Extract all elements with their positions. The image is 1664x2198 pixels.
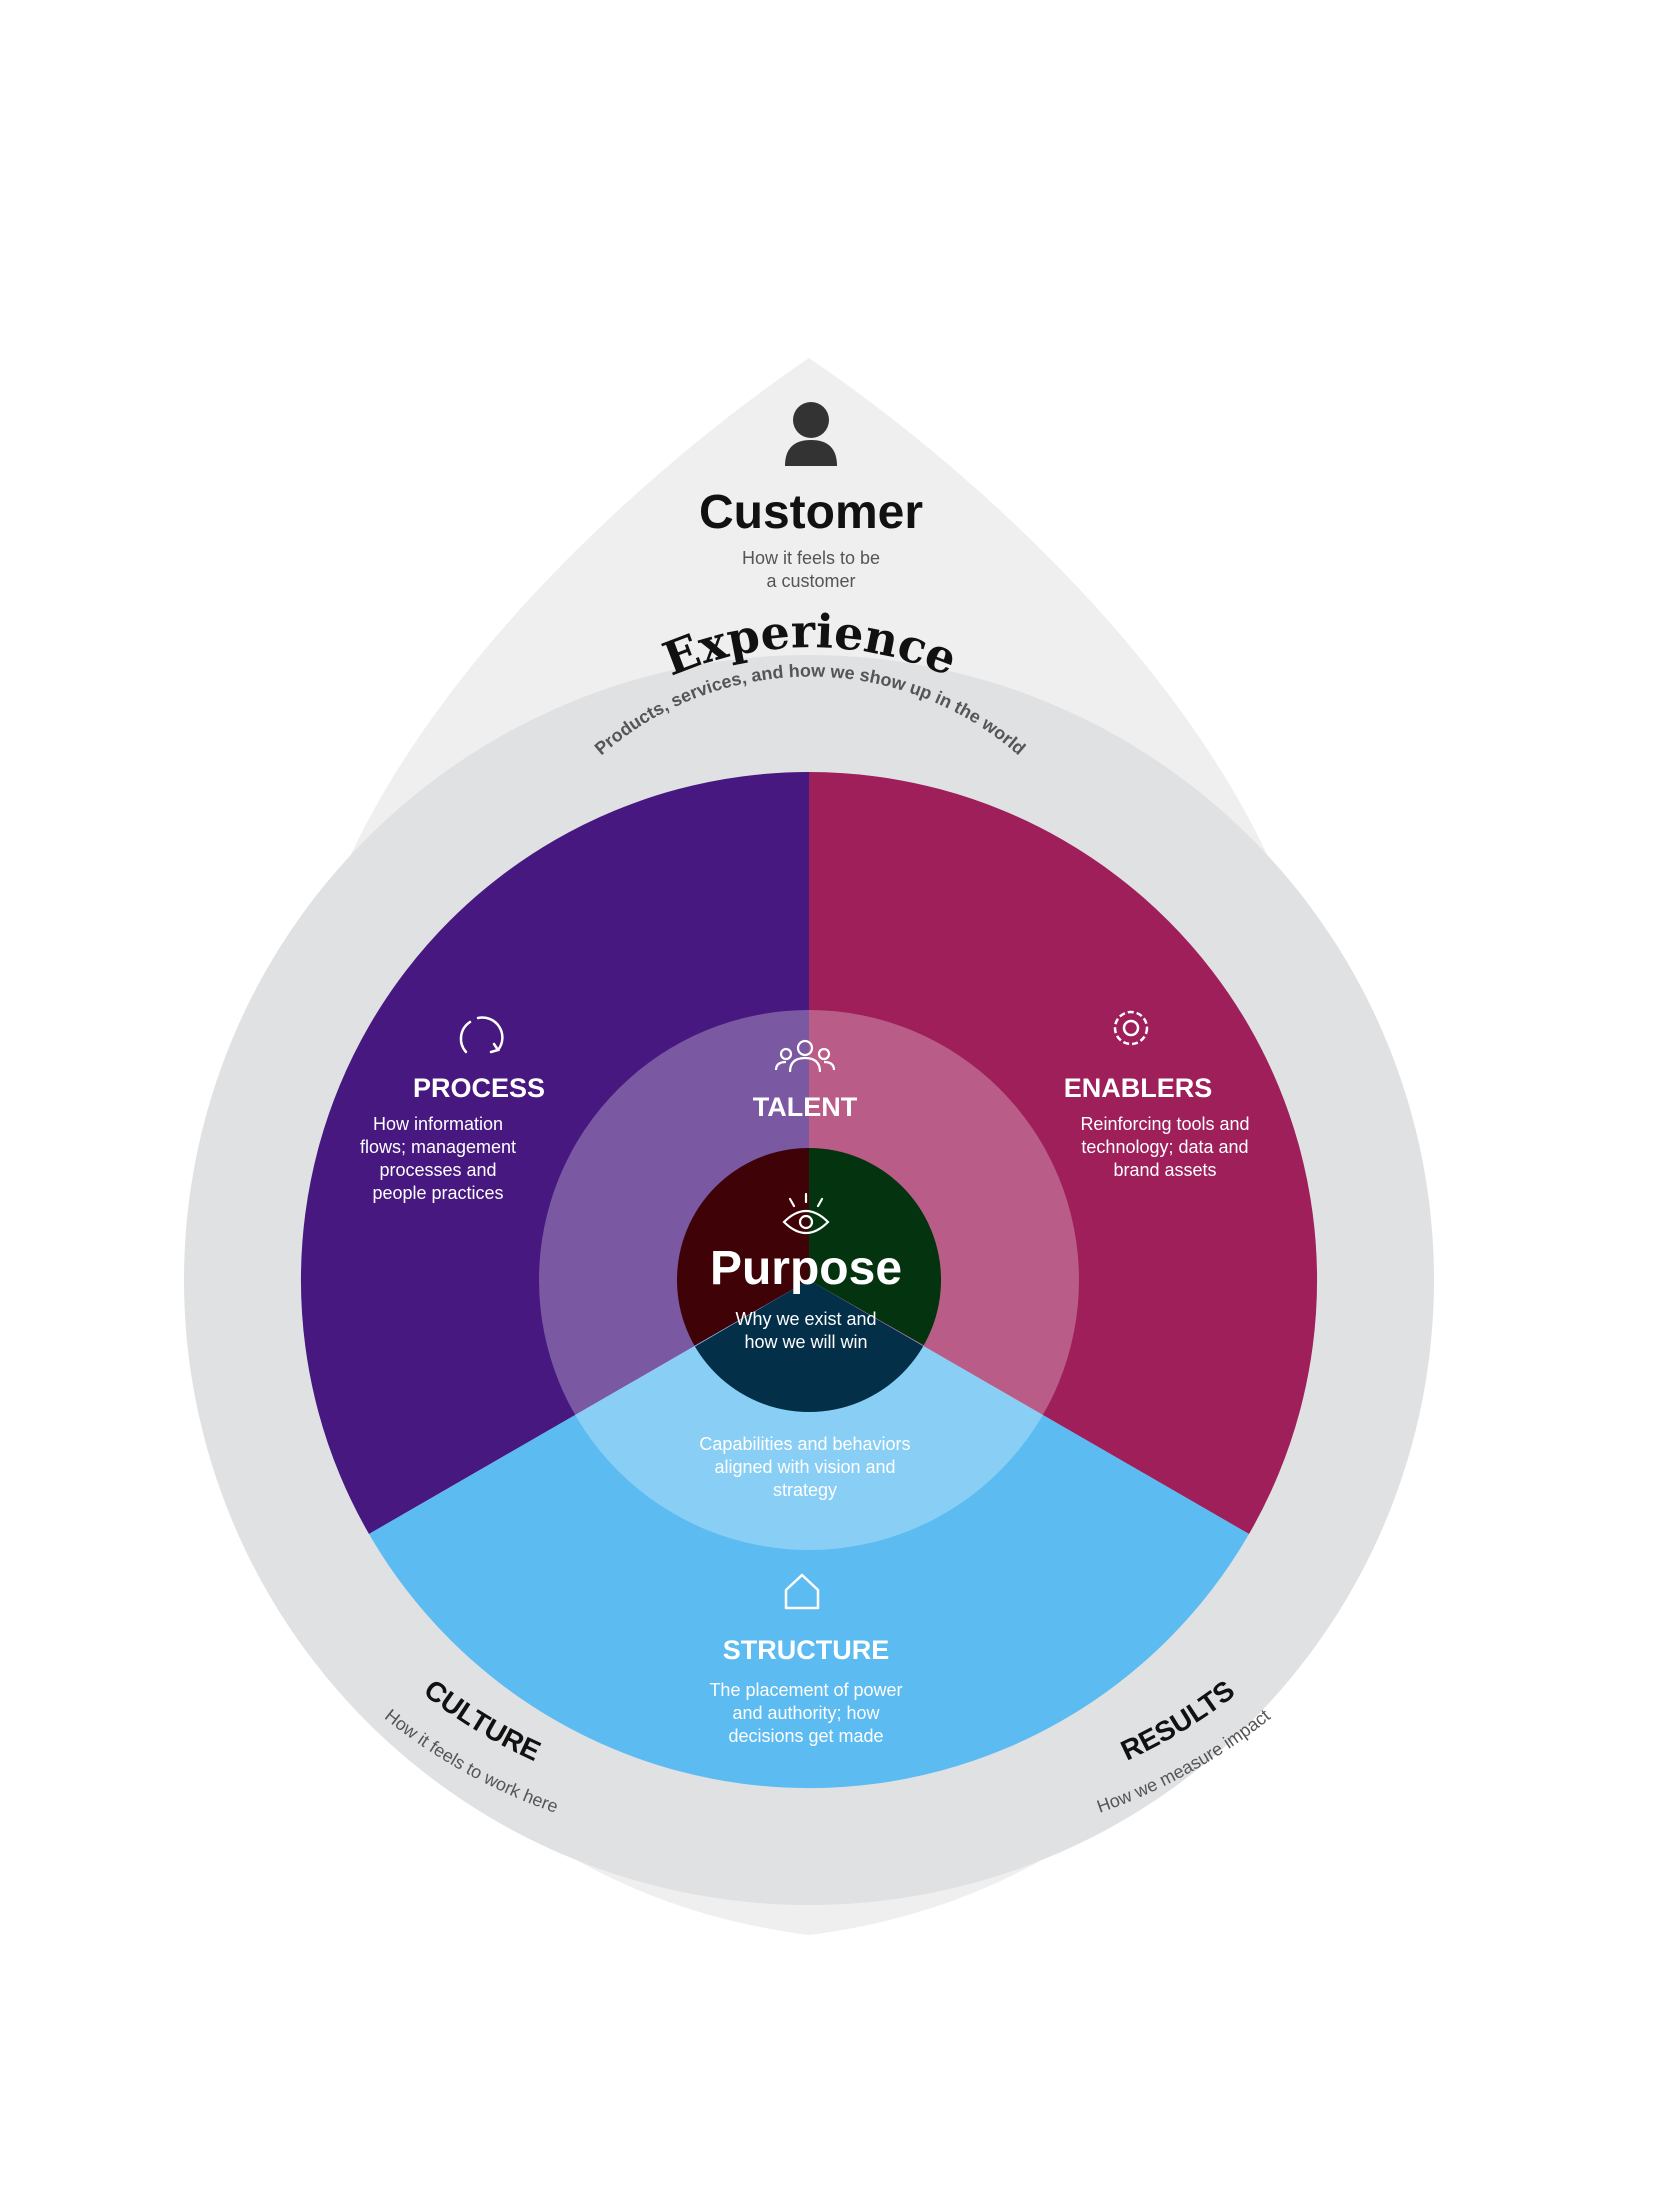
svg-text:strategy: strategy [773, 1480, 837, 1500]
enablers-segment [809, 772, 1318, 1534]
structure-segment [369, 1280, 1249, 1789]
enablers-title: ENABLERS [1064, 1073, 1213, 1103]
talent-title: TALENT [753, 1092, 858, 1122]
purpose-line1: Why we exist and [735, 1309, 876, 1329]
gear-icon [1113, 1010, 1149, 1046]
svg-text:How information: How information [373, 1114, 503, 1134]
eye-icon [782, 1192, 830, 1235]
svg-text:brand assets: brand assets [1113, 1160, 1216, 1180]
svg-text:Reinforcing tools and: Reinforcing tools and [1080, 1114, 1249, 1134]
svg-text:people practices: people practices [372, 1183, 503, 1203]
svg-text:flows; management: flows; management [360, 1137, 516, 1157]
customer-subtitle-line2: a customer [766, 571, 855, 591]
svg-text:The placement of power: The placement of power [709, 1680, 902, 1700]
purpose-line2: how we will win [744, 1332, 867, 1352]
svg-text:technology; data and: technology; data and [1081, 1137, 1248, 1157]
svg-text:and authority; how: and authority; how [732, 1703, 880, 1723]
customer-title: Customer [699, 486, 923, 539]
svg-text:aligned with vision and: aligned with vision and [714, 1457, 895, 1477]
purpose-title: Purpose [710, 1242, 902, 1295]
people-icon [774, 1039, 836, 1073]
svg-text:Capabilities and behaviors: Capabilities and behaviors [699, 1434, 910, 1454]
house-icon [784, 1573, 820, 1610]
customer-icon [785, 402, 837, 466]
process-description: How information flows; management proces… [360, 1114, 516, 1203]
talent-description: Capabilities and behaviors aligned with … [699, 1434, 910, 1500]
customer-subtitle-line1: How it feels to be [742, 548, 880, 568]
enablers-description: Reinforcing tools and technology; data a… [1080, 1114, 1249, 1180]
svg-text:decisions get made: decisions get made [728, 1726, 883, 1746]
structure-title: STRUCTURE [723, 1635, 890, 1665]
svg-text:processes and: processes and [379, 1160, 496, 1180]
process-title: PROCESS [413, 1073, 545, 1103]
structure-description: The placement of power and authority; ho… [709, 1680, 902, 1746]
refresh-icon [459, 1016, 504, 1054]
process-segment [300, 772, 809, 1534]
